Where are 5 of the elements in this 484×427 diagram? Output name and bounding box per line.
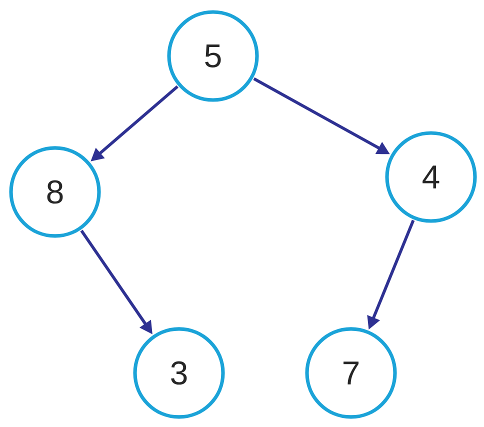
- circle-node: 3: [133, 327, 225, 419]
- circle-node: 4: [385, 131, 477, 223]
- circle-node: 8: [9, 146, 101, 238]
- circle-node: 7: [305, 327, 397, 419]
- circle-node: 5: [167, 10, 259, 102]
